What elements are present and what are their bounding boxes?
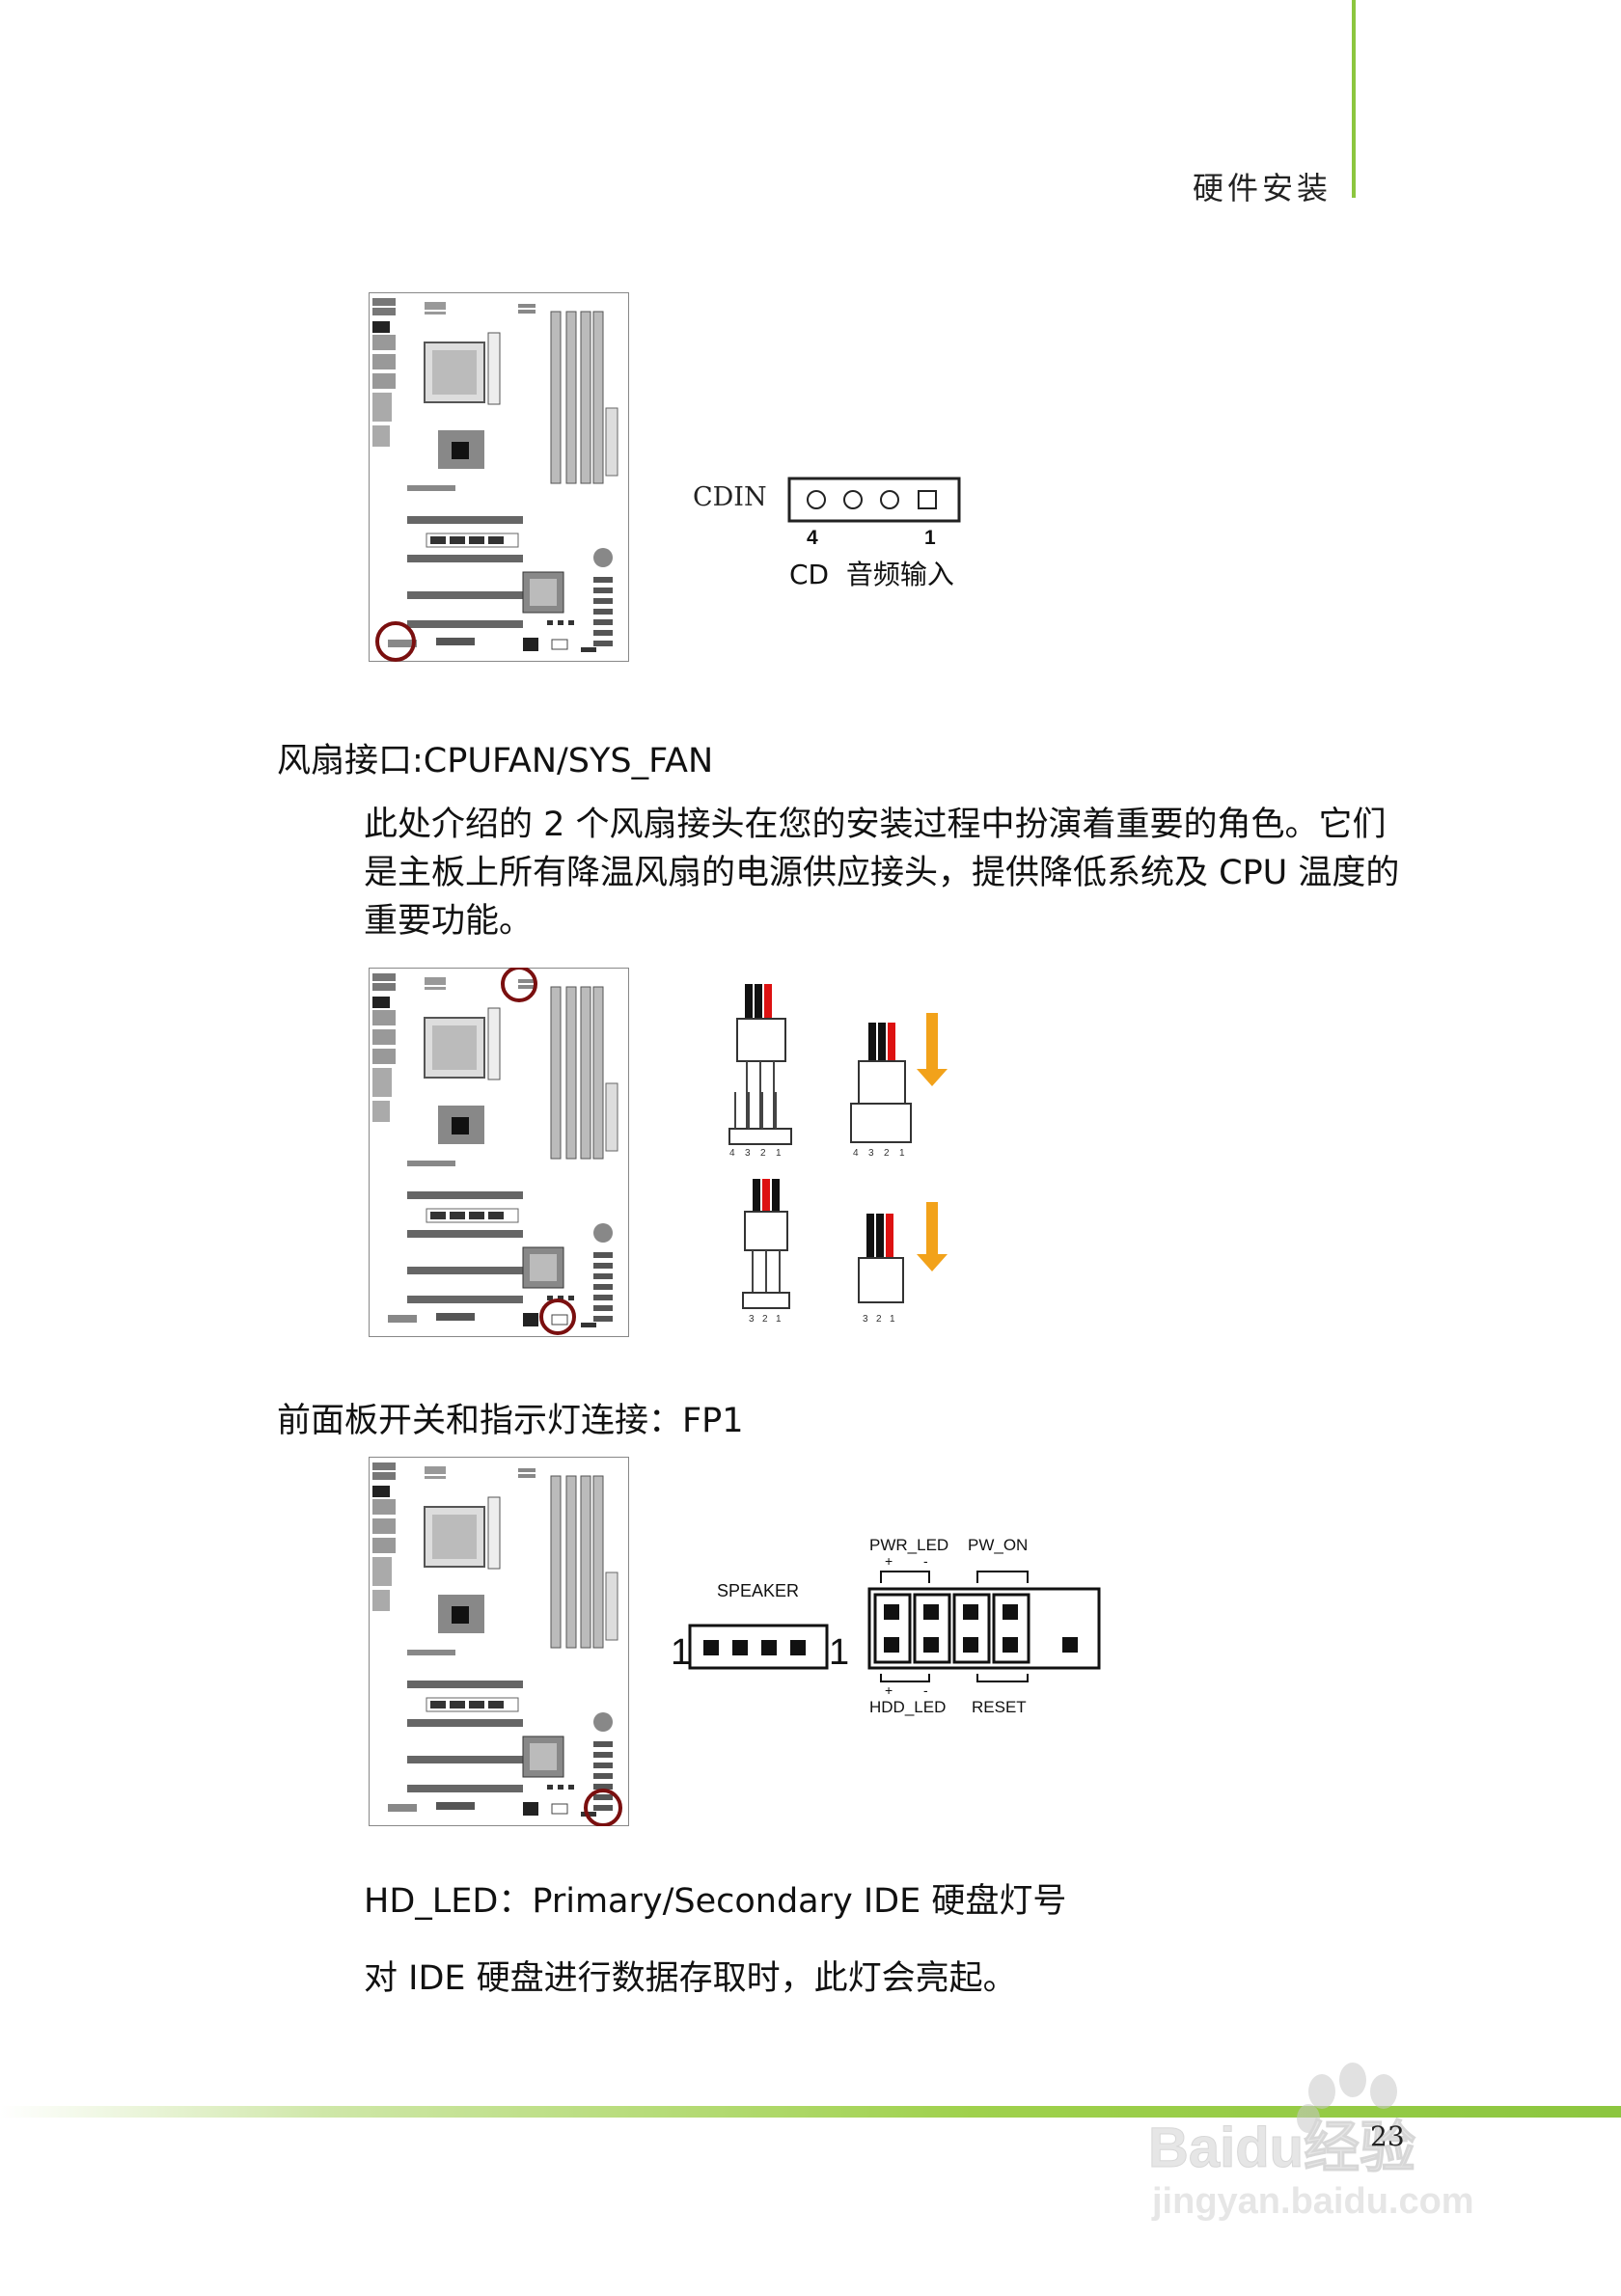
section-title: 硬件安装 <box>1192 170 1332 206</box>
fan-pin-label: 3 <box>745 1148 751 1159</box>
pw-on-label: PW_ON <box>968 1536 1028 1554</box>
hdd-led-text: 对 IDE 硬盘进行数据存取时，此灯会亮起。 <box>364 1959 1017 1998</box>
fan-connector-illustrations: 4 3 2 1 4 3 2 1 3 2 1 3 2 1 <box>728 984 948 1325</box>
fan-plug-4pin <box>728 984 792 1145</box>
footer-accent-bar <box>0 2106 1621 2118</box>
hdd-led-minus: - <box>923 1682 928 1698</box>
fan-pin-label: 1 <box>776 1148 782 1159</box>
cdin-label: CDIN <box>693 482 767 512</box>
pwr-led-label: PWR_LED <box>869 1536 948 1554</box>
fan-pin-label: 2 <box>762 1314 768 1325</box>
fan-pin-label: 2 <box>884 1148 890 1159</box>
fp1-pin1-label: 1 <box>829 1632 849 1673</box>
fan-pin-label: 1 <box>776 1314 782 1325</box>
highlight-circle-cpufan <box>501 968 537 1002</box>
cdin-pin-1: 1 <box>924 527 936 549</box>
header-accent-line <box>1352 0 1356 198</box>
fan-plug-3pin-inserted <box>858 1202 948 1303</box>
pwr-led-plus: + <box>885 1553 893 1569</box>
insert-arrow-icon <box>917 1013 948 1086</box>
watermark-url: jingyan.baidu.com <box>1151 2181 1474 2222</box>
fan-pin-label: 2 <box>876 1314 882 1325</box>
fp-heading: 前面板开关和指示灯连接：FP1 <box>277 1402 744 1440</box>
motherboard-diagram-cdin <box>369 292 629 662</box>
fan-pin-label: 4 <box>729 1148 735 1159</box>
fan-pin-label: 3 <box>868 1148 874 1159</box>
speaker-label: SPEAKER <box>717 1581 799 1600</box>
cdin-caption: CD 音频输入 <box>789 559 954 590</box>
pwr-led-minus: - <box>923 1553 928 1569</box>
highlight-circle <box>584 1789 622 1826</box>
reset-label: RESET <box>972 1698 1027 1716</box>
highlight-circle <box>375 621 416 662</box>
fan-paragraph: 此处介绍的 2 个风扇接头在您的安装过程中扮演着重要的角色。它们是主板上所有降温… <box>364 806 1400 941</box>
speaker-pin1-label: 1 <box>671 1632 691 1673</box>
fan-pin-label: 3 <box>863 1314 868 1325</box>
fan-pin-label: 4 <box>853 1148 859 1159</box>
fan-pin-label: 1 <box>890 1314 895 1325</box>
highlight-circle-sysfan <box>539 1298 576 1335</box>
hdd-led-plus: + <box>885 1682 893 1698</box>
hdd-led-heading: HD_LED：Primary/Secondary IDE 硬盘灯号 <box>364 1882 1067 1921</box>
baidu-jingyan-watermark: Baidu经验 jingyan.baidu.com <box>1148 2063 1474 2222</box>
motherboard-diagram-fp1 <box>369 1457 629 1826</box>
page-number: 23 <box>1370 2120 1405 2152</box>
hdd-led-label: HDD_LED <box>869 1698 946 1716</box>
fp1-connector-diagram: SPEAKER 1 1 PWR_LED PW_ON + - + - HDD_LE… <box>671 1536 1101 1716</box>
fan-pin-label: 3 <box>749 1314 755 1325</box>
fan-plug-4pin-inserted <box>850 1013 948 1143</box>
insert-arrow-icon <box>917 1202 948 1271</box>
fan-plug-3pin <box>742 1179 790 1309</box>
fan-pin-label: 1 <box>899 1148 905 1159</box>
cdin-connector <box>787 477 961 523</box>
fan-heading: 风扇接口:CPUFAN/SYS_FAN <box>277 742 714 780</box>
motherboard-diagram-fan <box>369 968 629 1337</box>
cdin-pin-4: 4 <box>807 527 818 549</box>
watermark-brand: Baidu经验 <box>1148 2117 1415 2179</box>
fan-pin-label: 2 <box>760 1148 766 1159</box>
